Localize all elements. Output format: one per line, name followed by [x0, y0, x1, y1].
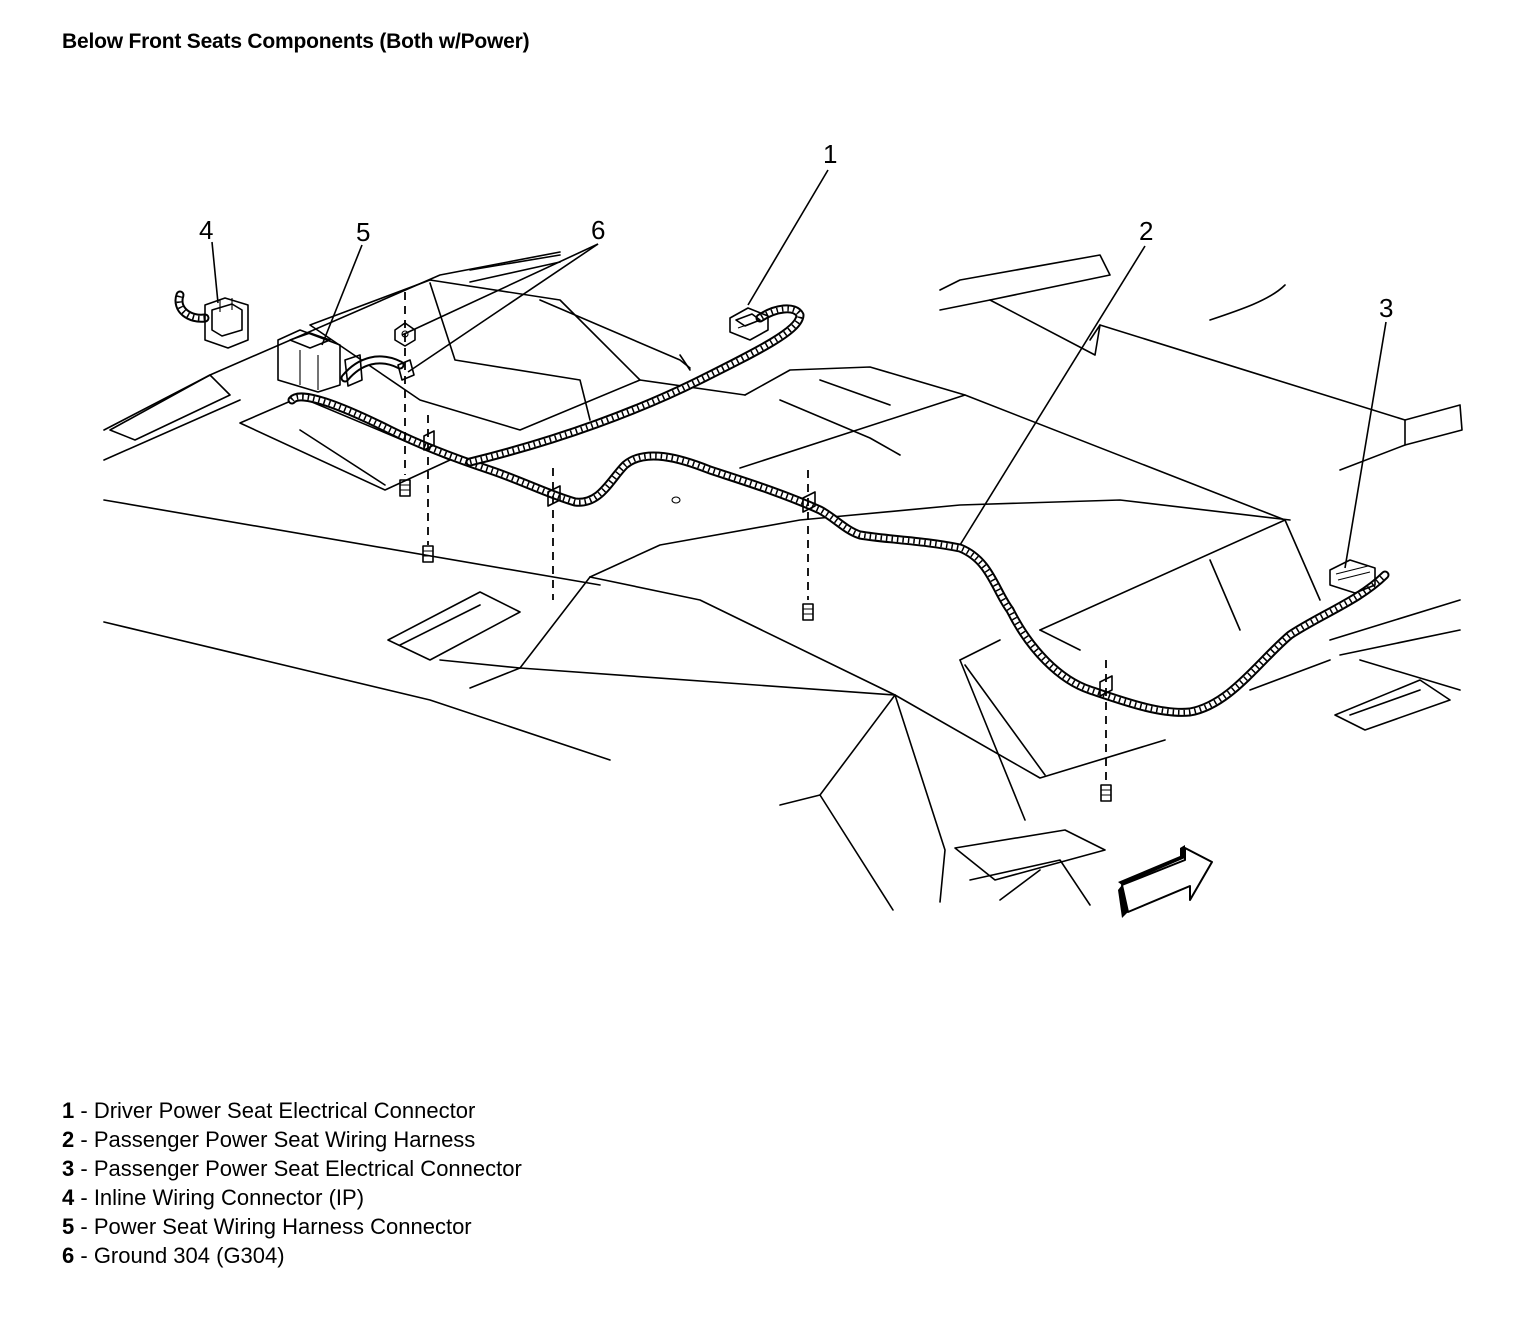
legend-text: Passenger Power Seat Wiring Harness: [93, 1127, 476, 1152]
legend-separator: -: [74, 1156, 94, 1181]
legend-separator: -: [74, 1214, 94, 1239]
legend-item: 1 - Driver Power Seat Electrical Connect…: [62, 1096, 522, 1125]
connector-power-seat-harness: [277, 329, 363, 393]
legend-number: 2: [62, 1127, 75, 1152]
legend-text: Driver Power Seat Electrical Connector: [93, 1098, 476, 1123]
legend-number: 6: [62, 1243, 75, 1268]
wiring-harness: [174, 290, 1390, 717]
callout-4: 4: [199, 215, 213, 245]
legend-number: 4: [62, 1185, 75, 1210]
legend-number: 3: [62, 1156, 75, 1181]
legend-item: 2 - Passenger Power Seat Wiring Harness: [62, 1125, 522, 1154]
connector-passenger-seat: [1329, 559, 1376, 594]
legend-separator: -: [74, 1098, 94, 1123]
legend-item: 6 - Ground 304 (G304): [62, 1241, 522, 1270]
legend-separator: -: [74, 1185, 94, 1210]
legend-number: 5: [62, 1214, 75, 1239]
legend-item: 3 - Passenger Power Seat Electrical Conn…: [62, 1154, 522, 1183]
callout-5: 5: [356, 217, 370, 247]
legend-text: Passenger Power Seat Electrical Connecto…: [93, 1156, 522, 1181]
forward-arrow-icon: [1118, 845, 1213, 918]
legend-number: 1: [62, 1098, 75, 1123]
legend-text: Inline Wiring Connector (IP): [93, 1185, 365, 1210]
legend-item: 5 - Power Seat Wiring Harness Connector: [62, 1212, 522, 1241]
callout-3: 3: [1379, 293, 1393, 323]
connector-driver-seat: [729, 307, 769, 341]
connector-inline-ip: [204, 297, 249, 349]
callout-2: 2: [1139, 216, 1153, 246]
diagram-title: Below Front Seats Components (Both w/Pow…: [62, 30, 530, 53]
legend-separator: -: [74, 1243, 94, 1268]
leader-lines: [211, 169, 1387, 569]
parts-legend: 1 - Driver Power Seat Electrical Connect…: [62, 1096, 522, 1270]
callout-6: 6: [591, 215, 605, 245]
callout-1: 1: [823, 139, 837, 169]
legend-item: 4 - Inline Wiring Connector (IP): [62, 1183, 522, 1212]
legend-separator: -: [74, 1127, 94, 1152]
harness-clips: [399, 292, 1113, 802]
legend-text: Power Seat Wiring Harness Connector: [93, 1214, 472, 1239]
legend-text: Ground 304 (G304): [93, 1243, 285, 1268]
floor-pan-outline: [103, 251, 1463, 911]
